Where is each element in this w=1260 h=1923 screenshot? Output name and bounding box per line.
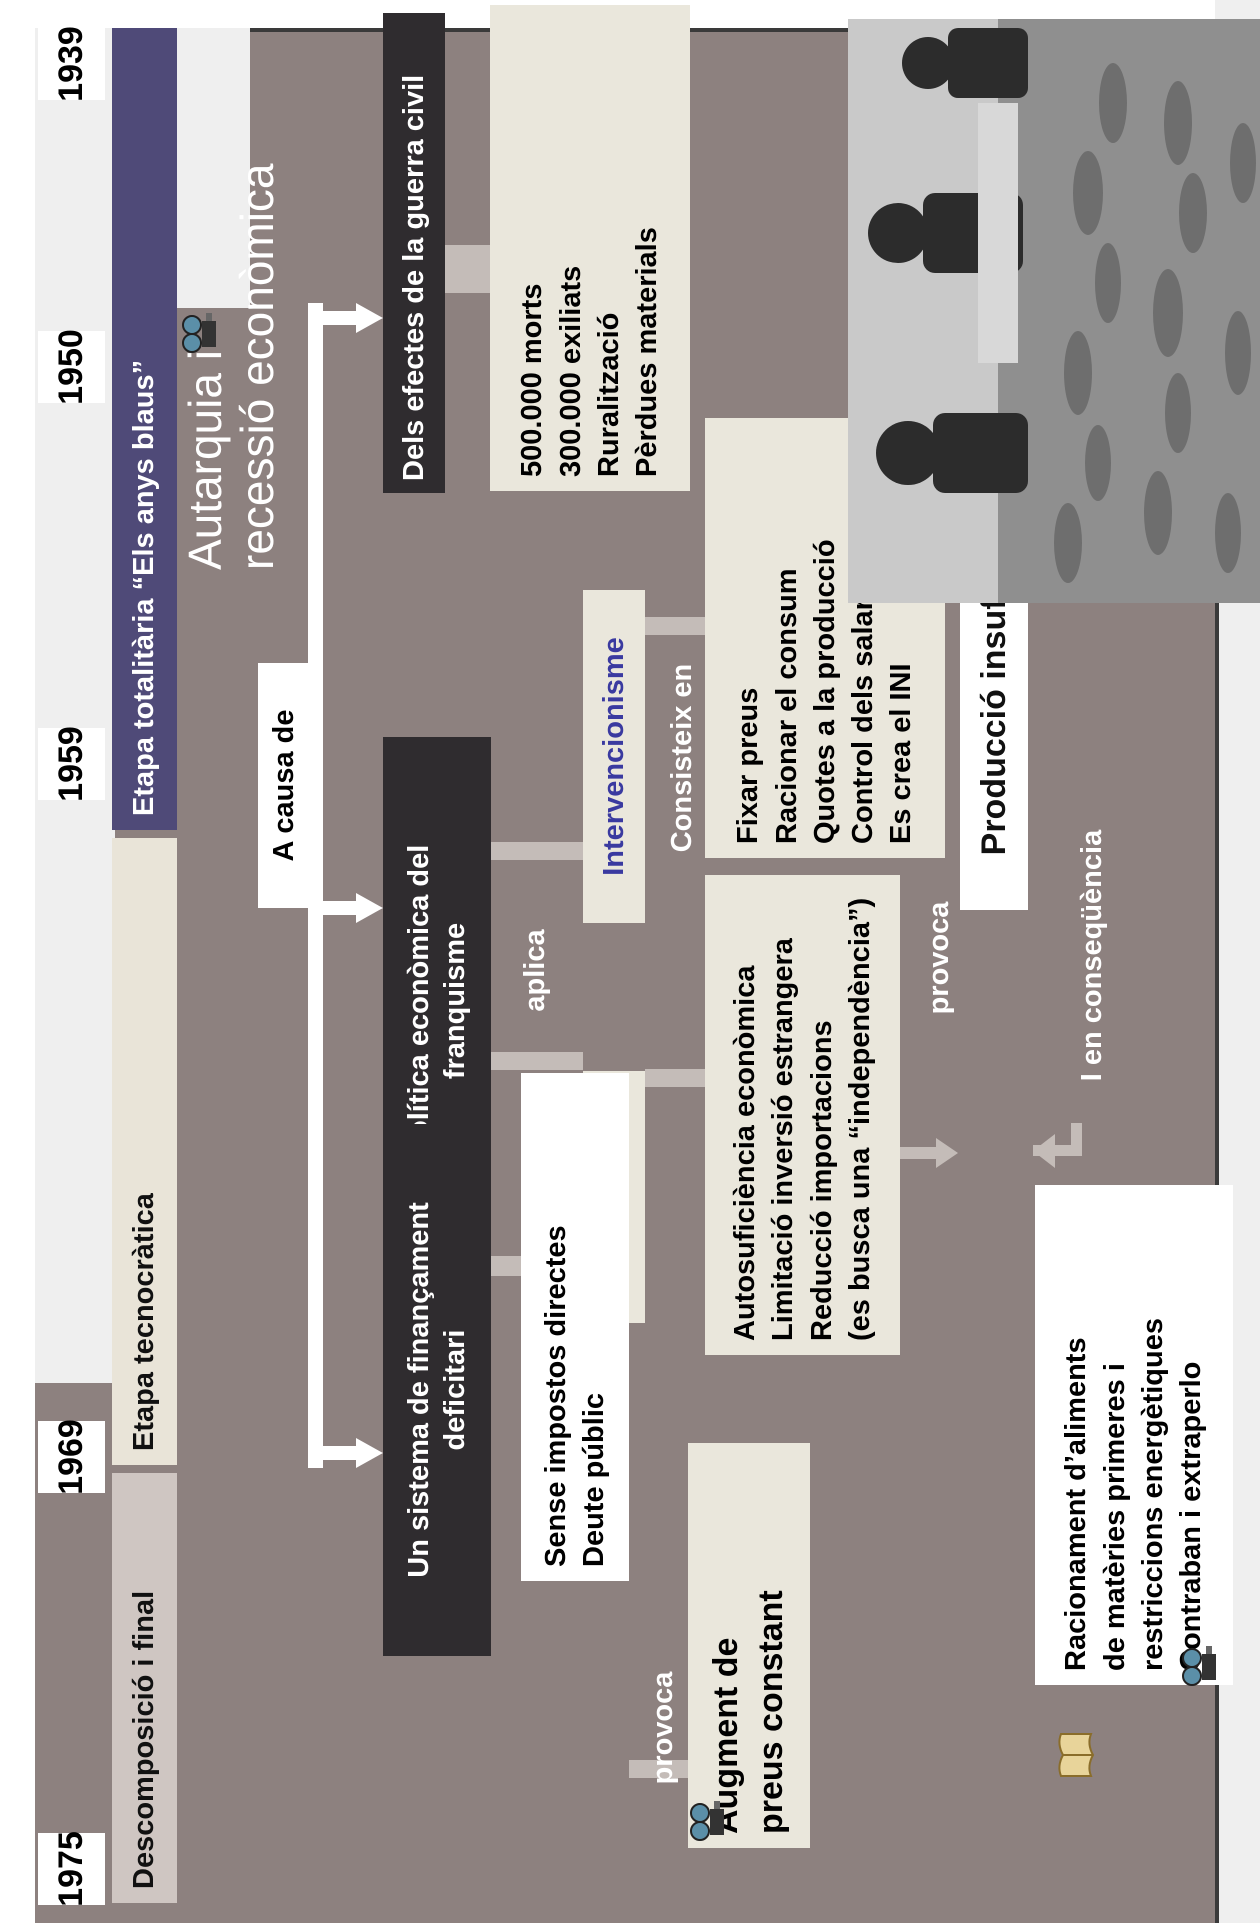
autarchy-connector: [645, 1069, 705, 1087]
year-1959: 1959: [38, 726, 105, 802]
civil-war-heading-text: Dels efectes de la guerra civil: [397, 74, 430, 481]
label-i-en-consequencia: I en conseqüència: [1076, 829, 1108, 1082]
label-provoca-1: provoca: [646, 1671, 679, 1785]
page-title: Autarquia i recessió econòmica: [179, 10, 300, 570]
finance-heading-line-2: deficitari: [439, 1329, 471, 1451]
intervention-item: Fixar preus: [732, 687, 765, 844]
autarchy-item: Reducció importacions: [805, 1020, 838, 1341]
consequences-list: Racionament d’aliments de matèries prime…: [1035, 1185, 1233, 1685]
stage-technocratic: Etapa tecnocràtica: [112, 838, 177, 1465]
price-rise-line-2: preus constant: [752, 1590, 790, 1834]
autarchy-item: Autosuficiència econòmica: [728, 965, 761, 1342]
policy-heading-line-2: franquisme: [439, 922, 471, 1080]
arrow-to-production: [900, 1138, 958, 1168]
finance-connector: [491, 1256, 521, 1276]
stage-decomposition: Descomposició i final: [112, 1473, 177, 1903]
arrow-to-consequences: [1033, 1123, 1082, 1168]
year-1939: 1939: [38, 26, 105, 102]
arrow-to-finance: [308, 1438, 383, 1468]
consequence-item: restriccions energètiques: [1137, 1318, 1169, 1671]
policy-to-intervention-connector: [491, 842, 583, 860]
consequence-item: de matèries primeres i: [1098, 1363, 1131, 1671]
year-1975: 1975: [38, 1831, 105, 1907]
finance-item: Deute públic: [578, 1392, 610, 1567]
arrow-to-civil-war: [308, 303, 383, 333]
finance-causes-list: Sense impostos directes Deute públic: [521, 1073, 629, 1581]
autarchy-item: Limitació inversió estrangera: [767, 938, 800, 1341]
civil-war-heading: Dels efectes de la guerra civil: [383, 13, 445, 493]
label-a-causa-de: A causa de: [258, 663, 310, 908]
label-provoca-2: provoca: [922, 901, 955, 1015]
price-rise-box: Augment de preus constant: [688, 1443, 810, 1848]
civil-war-item: 500.000 morts: [516, 283, 549, 477]
historical-photo: [848, 19, 1260, 603]
cause-trunk-line: [308, 303, 323, 1468]
civil-war-connector: [445, 245, 490, 293]
civil-war-item: Pèrdues materials: [631, 227, 664, 477]
autarchy-item: (es busca una “independència”): [843, 897, 876, 1341]
film-projector-icon: [1182, 1646, 1216, 1686]
finance-heading-line-1: Un sistema de finançament: [402, 1202, 435, 1578]
year-1969: 1969: [38, 1419, 105, 1495]
stage-totalitarian: Etapa totalitària “Els anys blaus”: [112, 28, 177, 830]
arrow-to-policy: [308, 893, 383, 923]
label-consisteix-en: Consisteix en: [666, 663, 698, 853]
autarchy-measures-list: Autosuficiència econòmica Limitació inve…: [705, 875, 900, 1355]
civil-war-item: Ruralització: [593, 312, 625, 477]
price-rise-line-1: Augment de: [707, 1637, 746, 1834]
finance-heading: Un sistema de finançament deficitari: [383, 1124, 491, 1656]
civil-war-effects-list: 500.000 morts 300.000 exiliats Ruralitza…: [490, 5, 690, 491]
label-aplica: aplica: [518, 929, 551, 1012]
top-strip: [0, 0, 35, 1923]
intervention-connector: [645, 617, 705, 635]
title-line-2: recessió econòmica: [230, 163, 283, 570]
intervention-label: Intervencionisme: [583, 590, 645, 923]
year-1950: 1950: [38, 329, 105, 405]
consequence-item: Contraban i extraperlo: [1175, 1361, 1208, 1671]
intervention-item: Racionar el consum: [770, 568, 803, 844]
film-projector-icon: [182, 313, 216, 353]
book-icon: [1058, 1733, 1095, 1777]
intervention-item: Quotes a la producció: [808, 539, 841, 844]
consequence-item: Racionament d’aliments: [1060, 1337, 1093, 1671]
film-projector-icon: [690, 1801, 724, 1841]
policy-heading-line-1: Política econòmica del: [402, 844, 435, 1158]
title-line-1: Autarquia i: [179, 350, 231, 570]
timeline-light-area: [35, 28, 115, 1383]
civil-war-item: 300.000 exiliats: [554, 265, 587, 477]
finance-item: Sense impostos directes: [539, 1225, 572, 1567]
